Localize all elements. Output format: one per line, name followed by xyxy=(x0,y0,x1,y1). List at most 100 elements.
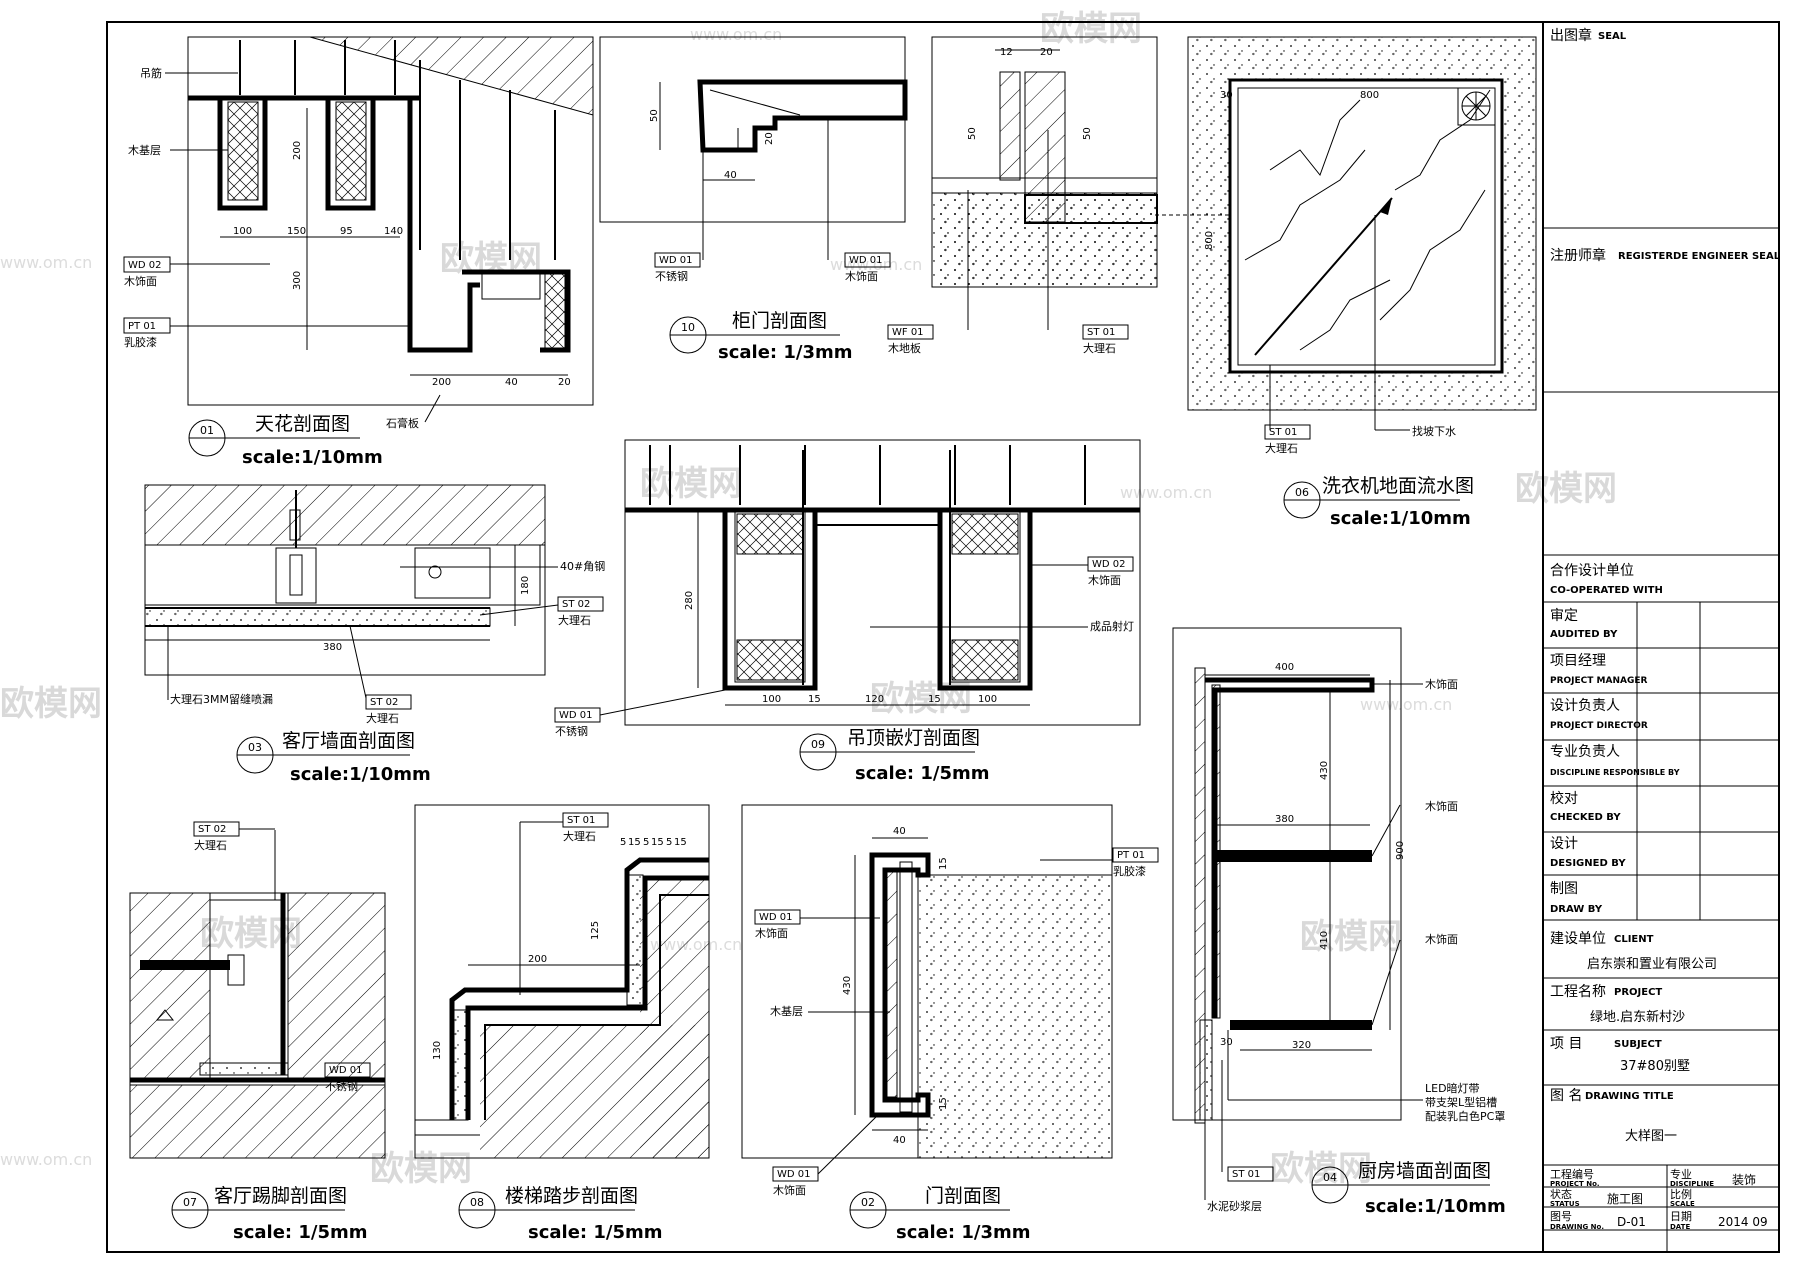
view-number: 01 xyxy=(200,424,214,437)
material-code: ST 01 xyxy=(1232,1169,1260,1180)
view-door-section: 40 40 15 15 430 PT 01 乳胶漆 WD 01 木饰面 木基层 … xyxy=(741,804,1159,1243)
tb-label-en: SCALE xyxy=(1670,1200,1695,1208)
view-title: 洗衣机地面流水图 xyxy=(1322,475,1474,497)
view-scale: scale:1/10mm xyxy=(290,764,431,785)
material-name: 不锈钢 xyxy=(325,1080,358,1093)
watermark-text: 欧模网 xyxy=(200,914,302,954)
view-scale: scale: 1/5mm xyxy=(233,1222,368,1243)
dim-label: 15 xyxy=(628,837,641,848)
material-tag xyxy=(1264,424,1311,440)
watermark-text: 欧模网 xyxy=(640,464,742,504)
tb-label-cn: 状态 xyxy=(1550,1187,1572,1201)
material-tag xyxy=(654,252,701,268)
dim-label: 20 xyxy=(558,377,571,388)
tb-label-en: PROJECT xyxy=(1614,987,1662,998)
view-living-wall-section: 380 180 40#角钢 ST 02 大理石 大理石3MM留缝喷漏 ST 02… xyxy=(144,484,605,785)
dim-label: 410 xyxy=(1319,931,1330,950)
callout-text: 木饰面 xyxy=(1425,799,1458,813)
material-code: ST 01 xyxy=(1087,327,1115,338)
tb-value-drawing-title: 大样图一 xyxy=(1625,1129,1677,1144)
view-ceiling-downlight-section: 280 100 15 120 15 100 WD 02 木饰面 成品射灯 WD … xyxy=(554,439,1141,784)
view-title: 厨房墙面剖面图 xyxy=(1358,1160,1491,1182)
tb-label-cn: 项 目 xyxy=(1550,1036,1582,1052)
material-tag xyxy=(844,252,891,268)
view-ceiling-section: 100 150 95 140 200 300 200 40 20 吊筋 木基层 … xyxy=(123,36,594,468)
material-tag xyxy=(1087,556,1134,572)
view-number: 09 xyxy=(811,738,825,751)
dim-label: 400 xyxy=(1275,662,1294,673)
dim-label: 15 xyxy=(808,694,821,705)
tb-label-cn: 比例 xyxy=(1670,1187,1692,1201)
material-code: WD 01 xyxy=(777,1169,811,1180)
callout-text: 石膏板 xyxy=(386,416,419,430)
dim-label: 380 xyxy=(1275,814,1294,825)
watermark-text: 欧模网 xyxy=(1040,9,1142,49)
material-name: 木饰面 xyxy=(845,269,878,283)
tb-label-cn: 出图章 xyxy=(1550,27,1592,44)
callout-text: 成品射灯 xyxy=(1090,619,1134,633)
view-number: 07 xyxy=(183,1196,197,1209)
tb-role-cn: 项目经理 xyxy=(1550,653,1606,669)
tb-value-client: 启东崇和置业有限公司 xyxy=(1587,957,1717,972)
view-title: 楼梯踏步剖面图 xyxy=(505,1185,638,1207)
material-code: ST 02 xyxy=(562,599,590,610)
tb-label-en: CLIENT xyxy=(1614,934,1654,945)
view-scale: scale: 1/5mm xyxy=(528,1222,663,1243)
material-tag xyxy=(754,909,801,925)
dim-label: 40 xyxy=(893,1135,906,1146)
view-washing-machine-drain: 800 800 30 ST 01 大理石 找坡下水 06 洗衣机地面流水图 sc… xyxy=(1155,36,1537,529)
view-scale: scale:1/10mm xyxy=(1330,508,1471,529)
material-tag xyxy=(1227,1166,1274,1182)
dim-label: 180 xyxy=(520,576,531,595)
material-name: 木饰面 xyxy=(124,274,157,288)
dim-label: 430 xyxy=(842,976,853,995)
view-scale: scale: 1/3mm xyxy=(896,1222,1031,1243)
dim-label: 200 xyxy=(432,377,451,388)
tb-label-cn: 专业 xyxy=(1670,1167,1692,1181)
material-code: WD 01 xyxy=(659,255,693,266)
dim-label: 50 xyxy=(967,127,978,140)
material-name: 乳胶漆 xyxy=(124,335,157,349)
tb-label-cn: 合作设计单位 xyxy=(1550,563,1634,579)
view-number: 08 xyxy=(470,1196,484,1209)
material-name: 木饰面 xyxy=(1088,573,1121,587)
dim-label: 280 xyxy=(684,591,695,610)
watermark-site: www.om.cn xyxy=(830,255,922,274)
dim-label: 40 xyxy=(505,377,518,388)
material-code: PT 01 xyxy=(128,321,156,332)
material-name: 木地板 xyxy=(888,341,921,355)
callout-text: 40#角钢 xyxy=(560,560,605,573)
tb-label-en: REGISTERDE ENGINEER SEAL xyxy=(1618,251,1781,262)
watermark-text: 欧模网 xyxy=(1300,917,1402,957)
tb-value-drawing-no: D-01 xyxy=(1617,1215,1646,1229)
material-code: WF 01 xyxy=(892,327,924,338)
material-code: WD 02 xyxy=(1092,559,1126,570)
material-name: 不锈钢 xyxy=(555,725,588,738)
view-number: 03 xyxy=(248,741,262,754)
material-code: ST 02 xyxy=(370,697,398,708)
dim-label: 15 xyxy=(938,857,949,870)
view-title: 门剖面图 xyxy=(925,1185,1001,1207)
tb-role-cn: 设计 xyxy=(1550,836,1578,852)
dim-label: 40 xyxy=(893,826,906,837)
tb-value-status: 施工图 xyxy=(1607,1192,1643,1206)
tb-label-en: STATUS xyxy=(1550,1200,1580,1208)
watermark-site: www.om.cn xyxy=(690,25,782,44)
dim-label: 5 xyxy=(666,837,672,848)
material-tag xyxy=(887,324,934,340)
tb-label-cn: 建设单位 xyxy=(1550,931,1606,947)
dim-label: 900 xyxy=(1395,841,1406,860)
dim-label: 15 xyxy=(928,694,941,705)
view-scale: scale: 1/5mm xyxy=(855,763,990,784)
tb-label-cn: 图 名 xyxy=(1550,1088,1582,1104)
view-kitchen-wall-section: 400 380 320 30 430 410 900 木饰面 木饰面 木饰面 L… xyxy=(1172,627,1506,1217)
sheet-border xyxy=(106,21,1780,1253)
dim-label: 12 xyxy=(1000,47,1013,58)
title-block: 出图章 SEAL 注册师章 REGISTERDE ENGINEER SEAL 合… xyxy=(1543,27,1781,1252)
tb-label-en: DRAWING TITLE xyxy=(1585,1091,1674,1102)
tb-role-en: CHECKED BY xyxy=(1550,812,1621,823)
dim-label: 100 xyxy=(762,694,781,705)
dim-label: 95 xyxy=(340,226,353,237)
callout-text: 木饰面 xyxy=(1425,932,1458,946)
